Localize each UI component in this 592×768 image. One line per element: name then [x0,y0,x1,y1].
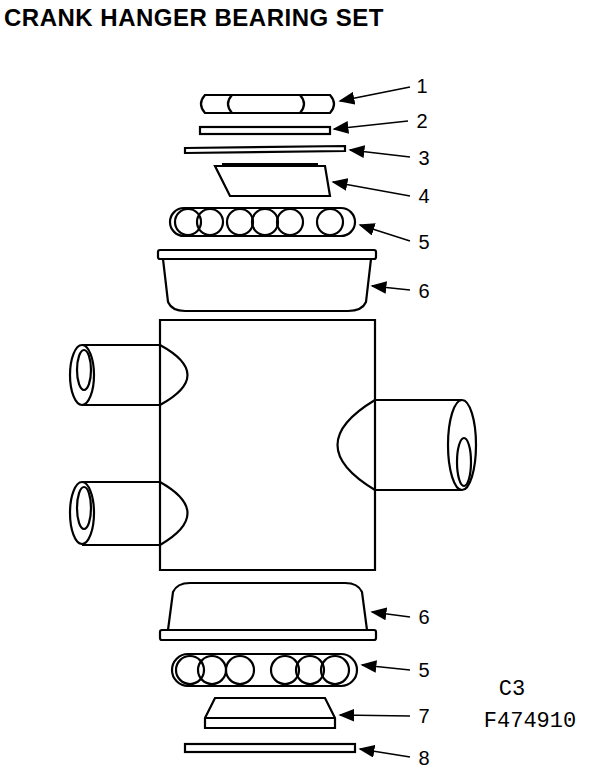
callout-number: 6 [418,607,429,627]
callout-number: 6 [418,281,429,301]
part-code: C3 [499,679,525,701]
callout-number: 1 [416,76,427,96]
cone [205,698,335,728]
ball-retainer [172,654,357,686]
callout-number: 3 [418,148,429,168]
lock-nut [201,95,334,113]
bearing-cup [158,250,376,311]
callout-number: 7 [418,706,429,726]
cone [215,164,330,196]
callout-number: 2 [416,111,427,131]
callout-number: 4 [418,186,429,206]
leader-lines [333,87,410,757]
part-code: F474910 [484,711,576,733]
callout-number: 8 [418,748,429,768]
ball-retainer [170,208,355,236]
callout-number: 5 [418,660,429,680]
washer [200,127,330,134]
lock-plate [185,146,345,153]
bearing-cup [160,583,376,640]
diagram-title: CRANK HANGER BEARING SET [4,6,384,30]
callout-number: 5 [418,232,429,252]
washer [185,744,355,752]
hanger-shell [70,320,476,570]
